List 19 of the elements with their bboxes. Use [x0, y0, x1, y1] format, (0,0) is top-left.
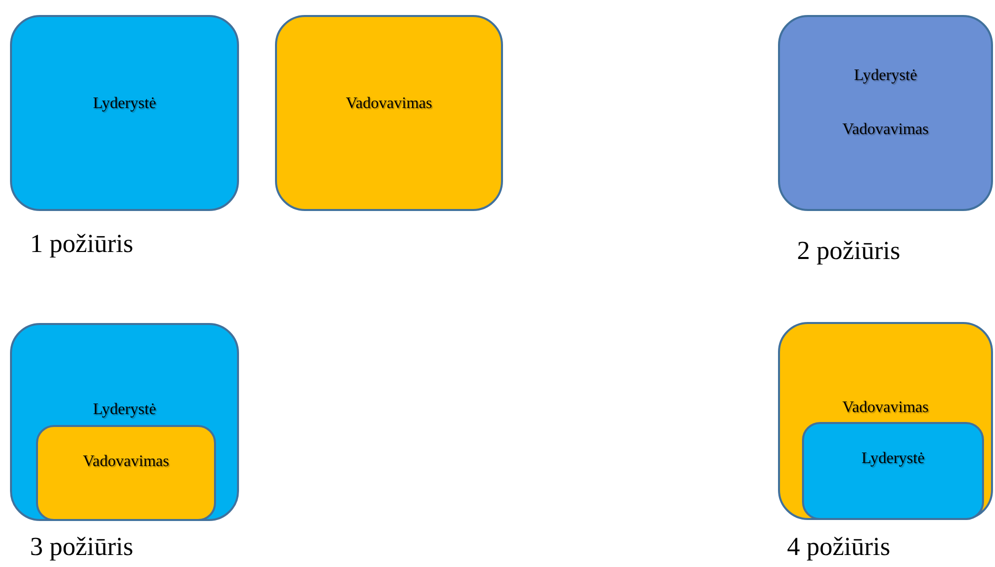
rounded-box	[802, 422, 984, 520]
rounded-box	[10, 323, 239, 521]
approach-caption: 4 požiūris	[787, 532, 890, 562]
box-label: Vadovavimas	[346, 95, 432, 113]
rounded-box	[275, 15, 503, 211]
box-label: Lyderystė	[92, 95, 156, 113]
approach-caption: 3 požiūris	[30, 532, 134, 562]
box-label: Lyderystė	[92, 401, 156, 419]
rounded-box	[778, 15, 993, 211]
box-label: Vadovavimas	[82, 453, 170, 471]
box-label: Lyderystė	[861, 450, 925, 468]
rounded-box	[10, 15, 239, 211]
rounded-box	[36, 425, 216, 521]
box-label: Vadovavimas	[842, 399, 929, 417]
approach-caption: 1 požiūris	[30, 229, 134, 259]
approach-caption: 2 požiūris	[797, 236, 900, 266]
box-label: Vadovavimas	[842, 121, 929, 139]
box-label: Lyderystė	[854, 67, 918, 85]
rounded-box	[778, 322, 993, 520]
